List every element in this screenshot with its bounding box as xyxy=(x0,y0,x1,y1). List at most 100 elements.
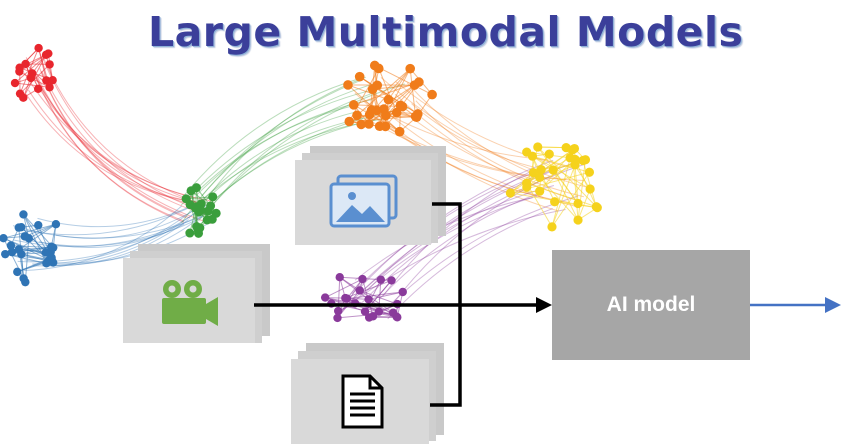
network-node xyxy=(544,149,554,159)
input-arrowhead xyxy=(536,297,552,313)
output-arrow xyxy=(750,297,841,313)
network-link xyxy=(204,93,372,215)
network-link xyxy=(181,79,362,224)
network-node xyxy=(547,222,557,232)
network-node xyxy=(535,172,545,182)
network-node xyxy=(45,83,54,92)
network-node xyxy=(364,119,374,129)
network-link xyxy=(387,208,553,320)
network-node xyxy=(570,154,580,165)
network-node xyxy=(21,59,30,69)
network-node xyxy=(19,210,28,219)
network-node xyxy=(344,116,355,127)
network-node xyxy=(348,100,359,110)
network-link xyxy=(39,68,187,219)
network-node xyxy=(578,155,588,166)
network-link xyxy=(415,100,532,180)
network-node xyxy=(355,286,364,295)
network-node xyxy=(394,126,405,137)
network-link xyxy=(196,98,373,196)
purple-node-cluster xyxy=(320,273,407,323)
network-node xyxy=(186,186,196,196)
network-node xyxy=(505,188,516,198)
network-node xyxy=(7,247,17,257)
network-link xyxy=(43,58,198,203)
network-link xyxy=(55,209,196,239)
network-link xyxy=(13,213,203,248)
network-node xyxy=(14,223,23,232)
network-node xyxy=(343,80,353,90)
network-link xyxy=(32,68,185,223)
network-node xyxy=(414,77,424,87)
network-link xyxy=(195,111,357,208)
network-node xyxy=(550,197,560,207)
network-link xyxy=(411,103,535,168)
network-link xyxy=(207,76,366,199)
network-link xyxy=(362,163,586,303)
network-link xyxy=(343,209,566,310)
network-link xyxy=(37,77,186,204)
network-link xyxy=(43,61,200,211)
network-node xyxy=(333,313,342,323)
network-node xyxy=(41,50,51,60)
network-link xyxy=(378,191,544,301)
network-node xyxy=(395,100,406,111)
network-node xyxy=(17,249,26,259)
image-input-card xyxy=(295,146,446,245)
network-node xyxy=(367,84,378,95)
network-node xyxy=(192,222,202,232)
network-node xyxy=(391,107,402,118)
network-node xyxy=(34,220,43,230)
network-node xyxy=(522,182,532,192)
video-input-card xyxy=(123,244,270,343)
network-node xyxy=(383,94,394,105)
network-node xyxy=(208,192,218,202)
blue-node-cluster xyxy=(0,210,61,287)
network-node xyxy=(356,119,366,130)
green-node-cluster xyxy=(181,183,221,238)
network-link xyxy=(184,77,362,195)
network-node xyxy=(573,215,583,225)
network-node xyxy=(19,274,28,283)
network-link xyxy=(21,216,204,247)
network-node xyxy=(41,248,51,257)
network-node xyxy=(34,43,43,53)
network-node xyxy=(536,164,546,175)
network-node xyxy=(48,76,57,85)
network-node xyxy=(10,78,20,88)
network-link xyxy=(180,90,370,206)
network-node xyxy=(585,184,595,194)
orange-node-cluster xyxy=(343,60,437,137)
network-node xyxy=(185,228,195,238)
network-node xyxy=(393,313,402,322)
network-node xyxy=(548,165,558,175)
network-node xyxy=(206,201,216,211)
network-node xyxy=(191,202,201,212)
network-node xyxy=(427,89,437,100)
network-link xyxy=(41,70,206,215)
network-link xyxy=(34,76,203,205)
network-node xyxy=(335,273,344,282)
network-node xyxy=(528,168,539,178)
network-link xyxy=(23,72,212,202)
network-node xyxy=(51,220,61,229)
network-node xyxy=(13,267,22,277)
network-node xyxy=(373,63,384,74)
network-link xyxy=(342,159,583,310)
network-node xyxy=(1,249,10,259)
network-node xyxy=(573,198,583,209)
network-node xyxy=(334,306,343,316)
network-node xyxy=(371,105,382,116)
network-node xyxy=(411,112,422,122)
network-node xyxy=(33,84,43,94)
network-node xyxy=(405,63,415,74)
network-node xyxy=(6,241,16,250)
network-node xyxy=(342,294,352,303)
network-node xyxy=(592,203,602,213)
red-node-cluster xyxy=(10,43,57,102)
network-node xyxy=(358,274,367,284)
network-node xyxy=(0,233,8,243)
network-link xyxy=(40,71,191,219)
network-node xyxy=(380,121,391,132)
network-link xyxy=(42,219,189,267)
